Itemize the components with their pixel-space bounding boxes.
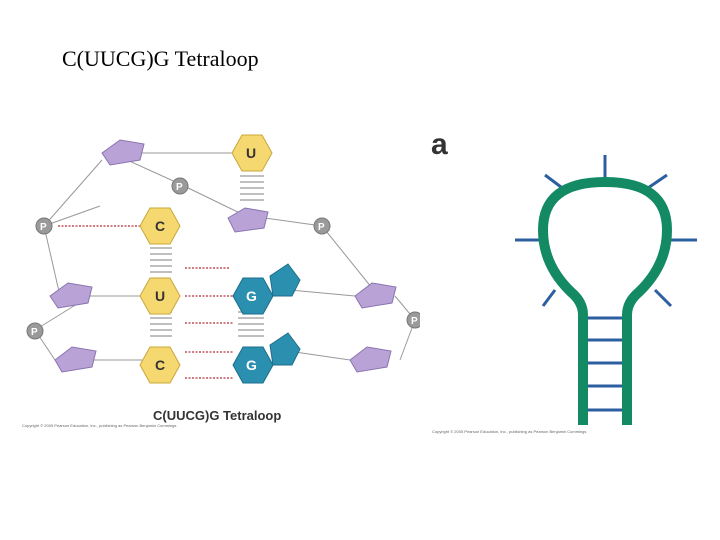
- phosphate-4: [26, 322, 44, 340]
- base-u-mid: [139, 277, 181, 315]
- label-u-top: U: [246, 145, 256, 161]
- rna-hairpin-backbone: [538, 177, 672, 425]
- sugar-upper-right: [227, 207, 269, 233]
- sugar-mid-right: [354, 282, 397, 309]
- sugar-bottom-right: [349, 346, 392, 373]
- base-u-top: [231, 134, 273, 172]
- label-g-bot: G: [246, 357, 257, 373]
- phosphate-3-label: P: [318, 222, 325, 233]
- sugar-bottom-left: [54, 346, 97, 373]
- stem-base-pairs: [588, 316, 622, 412]
- base-g-bot-ring: [269, 332, 301, 366]
- label-c-mid: C: [155, 218, 165, 234]
- hydrogen-bonds: [58, 225, 233, 379]
- sugar-rings: [49, 139, 397, 373]
- label-c-bot: C: [155, 357, 165, 373]
- panel-letter: a: [431, 128, 448, 161]
- phosphate-3: [313, 217, 331, 235]
- sugar-mid-left: [49, 282, 93, 309]
- base-c-mid: [139, 207, 181, 245]
- tetraloop-structure-diagram: U C U C G G P P P P P C(UUCG)G Tetraloop: [26, 134, 420, 423]
- phosphate-2-label: P: [40, 222, 47, 233]
- figure-caption: C(UUCG)G Tetraloop: [153, 408, 281, 423]
- phosphate-4-label: P: [31, 327, 38, 338]
- sugar-top-left: [101, 139, 145, 166]
- left-figure-credit: Copyright © 2005 Pearson Education, Inc.…: [22, 423, 177, 428]
- base-c-bot: [139, 346, 181, 384]
- right-figure-credit: Copyright © 2005 Pearson Education, Inc.…: [432, 429, 587, 434]
- phosphate-2: [35, 217, 53, 235]
- phosphate-1: [171, 177, 189, 195]
- phosphate-nodes: P P P P P: [26, 177, 420, 340]
- phosphate-1-label: P: [176, 182, 183, 193]
- phosphate-5-label: P: [411, 316, 418, 327]
- hairpin-schematic: a: [431, 128, 697, 425]
- slide-title: C(UUCG)G Tetraloop: [62, 46, 259, 71]
- base-g-mid-ring: [269, 263, 301, 297]
- phosphate-5: [406, 311, 420, 329]
- label-u-mid: U: [155, 288, 165, 304]
- backbone-lines: [34, 152, 416, 361]
- label-g-mid: G: [246, 288, 257, 304]
